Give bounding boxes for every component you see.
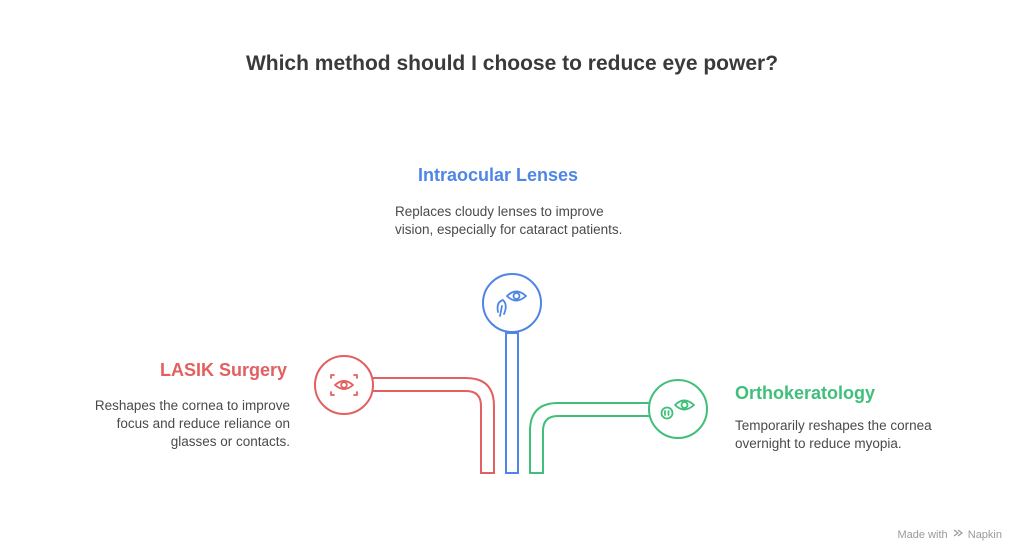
lasik-description: Reshapes the cornea to improve focus and… bbox=[94, 398, 290, 449]
ortho-connector bbox=[529, 402, 652, 474]
napkin-logo-icon bbox=[953, 528, 963, 541]
lasik-connector bbox=[372, 377, 495, 474]
intraocular-description: Replaces cloudy lenses to improve vision… bbox=[395, 204, 623, 237]
ortho-description: Temporarily reshapes the cornea overnigh… bbox=[735, 418, 932, 451]
eye-contact-icon bbox=[660, 399, 695, 420]
intraocular-connector bbox=[505, 332, 519, 474]
brand-watermark: Made with Napkin bbox=[897, 528, 1002, 541]
eye-lens-icon bbox=[496, 290, 527, 317]
intraocular-node bbox=[482, 273, 542, 333]
intraocular-label: Intraocular Lenses bbox=[418, 165, 579, 185]
eye-scan-icon bbox=[330, 374, 358, 396]
brand-name: Napkin bbox=[967, 529, 1002, 541]
ortho-node bbox=[648, 379, 708, 439]
made-with-text: Made with bbox=[897, 529, 948, 541]
diagram-title: Which method should I choose to reduce e… bbox=[245, 52, 779, 75]
lasik-label: LASIK Surgery bbox=[160, 360, 288, 380]
lasik-node bbox=[314, 355, 374, 415]
ortho-label: Orthokeratology bbox=[735, 383, 876, 403]
